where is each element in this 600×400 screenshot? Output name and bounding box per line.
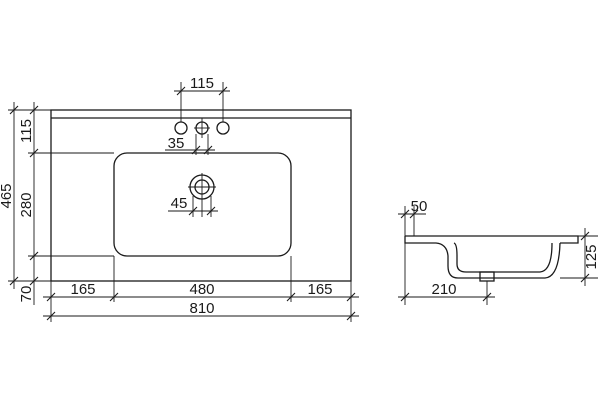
dim-label: 70 — [18, 286, 35, 303]
dim-vertical-left: 465 115 280 70 — [0, 102, 114, 305]
dim-horizontal-bottom: 165 480 165 810 — [43, 256, 359, 322]
dim-drain-offset: 210 — [398, 243, 495, 305]
dim-drain: 45 — [168, 195, 218, 217]
dim-faucet-spacing: 115 — [174, 75, 230, 122]
dim-label: 480 — [189, 281, 214, 298]
side-bowl-outer — [404, 236, 561, 279]
faucet-hole-right — [216, 121, 230, 135]
dim-label: 810 — [189, 300, 214, 317]
side-bowl-inner — [453, 242, 553, 273]
dim-label: 165 — [307, 281, 332, 298]
basin-side-view — [404, 235, 579, 282]
dim-rim: 50 — [398, 198, 427, 236]
dim-label: 115 — [18, 119, 35, 143]
basin-top-view — [50, 109, 352, 282]
dim-label: 210 — [431, 281, 456, 298]
dim-label: 50 — [411, 198, 428, 215]
basin-outline — [50, 109, 352, 282]
dim-label: 165 — [70, 281, 95, 298]
dim-label: 45 — [171, 195, 188, 212]
side-drain — [479, 271, 495, 282]
dim-label: 115 — [190, 75, 214, 92]
dim-height: 125 — [560, 228, 600, 286]
dim-label: 35 — [168, 135, 185, 152]
dim-label: 465 — [0, 183, 15, 208]
dim-label: 280 — [18, 192, 35, 217]
faucet-hole-left — [174, 121, 188, 135]
bowl-outline — [113, 152, 292, 257]
dim-faucet-hole: 35 — [165, 134, 215, 155]
dim-label: 125 — [583, 244, 600, 269]
